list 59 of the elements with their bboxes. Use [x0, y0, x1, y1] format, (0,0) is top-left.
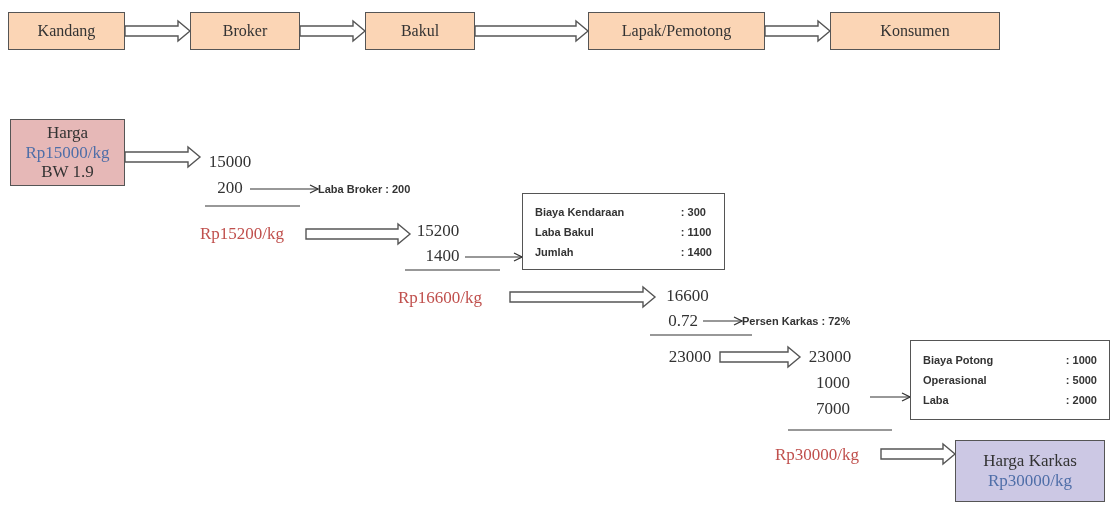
block-arrow: [124, 145, 202, 169]
box-label: Bakul: [400, 22, 440, 40]
box-label: BW 1.9: [41, 162, 94, 182]
cost-table-box: [522, 193, 725, 270]
annotation-text: Laba Broker : 200: [318, 181, 448, 197]
box-label: Harga Karkas: [983, 451, 1077, 471]
price-text: Rp15200/kg: [200, 222, 306, 246]
item-label: Laba Bakul: [535, 224, 595, 240]
price-text: Rp15000/kg: [25, 142, 110, 163]
number-text: 7000: [815, 398, 851, 420]
item-label: Jumlah: [535, 244, 575, 260]
process-box: [588, 12, 765, 50]
block-arrow: [719, 345, 802, 369]
process-box: [365, 12, 475, 50]
block-arrow: [474, 19, 590, 43]
block-arrow: [764, 19, 832, 43]
arrow: [464, 252, 523, 262]
cost-table-box: [910, 340, 1110, 420]
arrow: [869, 392, 911, 402]
item-label: Laba: [923, 393, 950, 408]
number-text: 15000: [200, 151, 260, 173]
value-text: : 5000: [1065, 373, 1097, 388]
block-arrow: [509, 285, 657, 309]
arrow: [249, 184, 319, 194]
process-box: [8, 12, 125, 50]
arrow: [702, 316, 743, 326]
box-label: Kandang: [37, 22, 96, 40]
box-label: Lapak/Pemotong: [621, 22, 732, 40]
item-label: Biaya Kendaraan: [535, 204, 626, 220]
number-text: 23000: [660, 346, 720, 368]
number-text: 1400: [420, 245, 465, 267]
value-text: : 300: [680, 204, 707, 220]
block-arrow: [299, 19, 367, 43]
box-label: Broker: [222, 22, 268, 40]
price-box: [955, 440, 1105, 502]
number-text: 16600: [655, 285, 720, 307]
value-text: : 1400: [680, 244, 712, 260]
box-label: Konsumen: [880, 22, 950, 40]
price-text: Rp16600/kg: [398, 286, 510, 310]
value-text: : 1000: [1065, 353, 1097, 368]
item-label: Biaya Potong: [923, 353, 995, 368]
price-text: Rp30000/kg: [987, 471, 1073, 491]
block-arrow: [305, 222, 412, 246]
value-text: : 1100: [680, 224, 712, 240]
block-arrow: [880, 442, 957, 466]
price-text: Rp30000/kg: [775, 443, 881, 467]
annotation-text: Persen Karkas : 72%: [742, 313, 877, 329]
number-text: 1000: [815, 372, 851, 394]
number-text: 23000: [800, 346, 860, 368]
value-text: : 2000: [1065, 393, 1097, 408]
item-label: Operasional: [923, 373, 988, 388]
number-text: 0.72: [663, 310, 703, 332]
number-text: 15200: [410, 220, 466, 242]
block-arrow: [124, 19, 192, 43]
process-box: [190, 12, 300, 50]
number-text: 200: [210, 177, 250, 199]
price-box: [10, 119, 125, 186]
box-label: Harga: [46, 123, 89, 143]
process-box: [830, 12, 1000, 50]
